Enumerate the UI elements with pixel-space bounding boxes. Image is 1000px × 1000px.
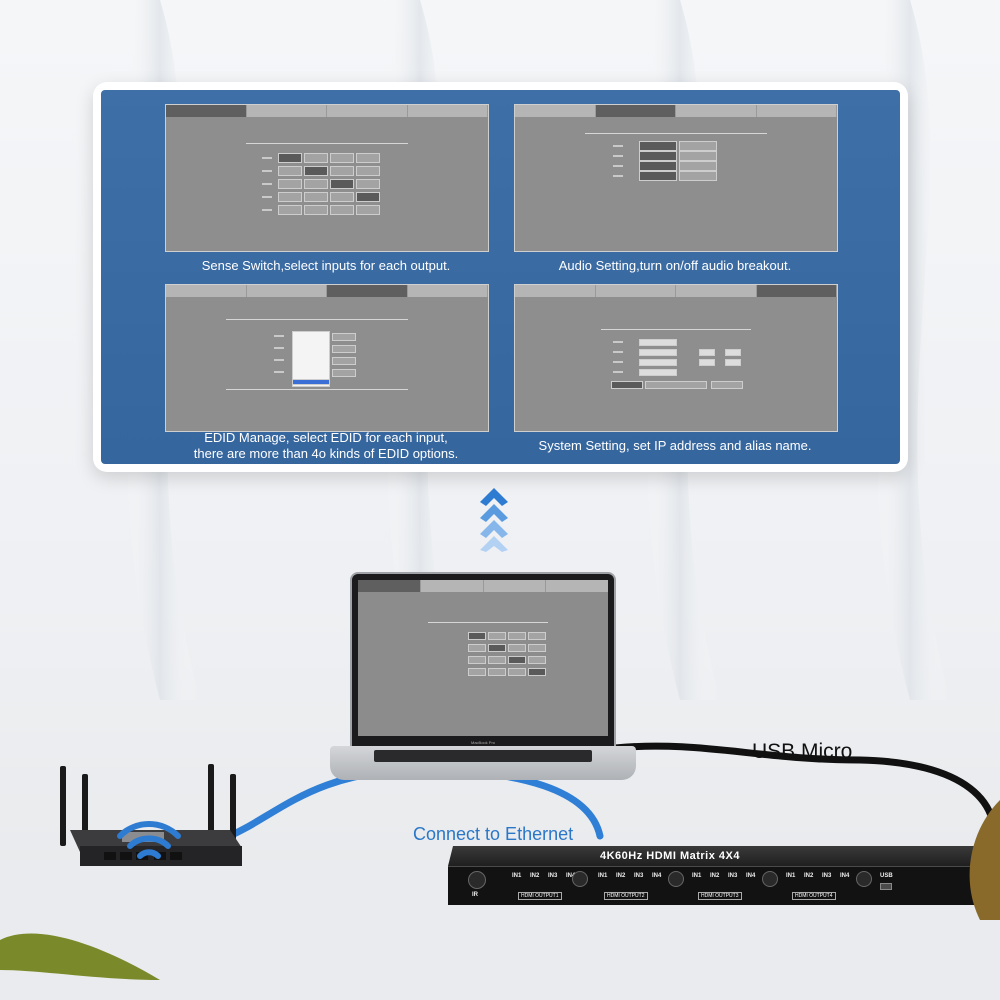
output-label-4: HDMI OUTPUT4 [792, 892, 836, 900]
output-label-1: HDMI OUTPUT1 [518, 892, 562, 900]
screenshot-system-setting [514, 284, 838, 432]
hdmi-matrix-device: 4K60Hz HDMI Matrix 4X4 IR IN1 IN2 IN3 IN… [448, 846, 1000, 906]
input-label-2: IN2 [710, 873, 720, 879]
laptop-base [330, 746, 636, 780]
screenshot-edid-manage [165, 284, 489, 432]
select-button-3[interactable] [762, 871, 778, 887]
input-label-3: IN3 [822, 873, 832, 879]
input-label-1: IN1 [512, 873, 522, 879]
ir-label: IR [472, 892, 478, 898]
usb-micro-label: USB Micro [752, 740, 853, 763]
select-button-2[interactable] [668, 871, 684, 887]
output-group-2: IN1 IN2 IN3 IN4 HDMI OUTPUT2 [594, 869, 684, 903]
input-label-2: IN2 [804, 873, 814, 879]
plant-leaf-right [969, 800, 1000, 920]
caption-system-setting: System Setting, set IP address and alias… [538, 438, 812, 453]
up-arrows-icon [480, 488, 508, 552]
matrix-title: 4K60Hz HDMI Matrix 4X4 [600, 850, 740, 862]
output-group-3: IN1 IN2 IN3 IN4 HDMI OUTPUT3 [688, 869, 778, 903]
plant-leaf-left [0, 933, 160, 980]
input-label-1: IN1 [786, 873, 796, 879]
input-label-3: IN3 [548, 873, 558, 879]
usb-label: USB [880, 873, 893, 879]
feature-panel: Sense Switch,select inputs for each outp… [93, 82, 908, 472]
output-group-4: IN1 IN2 IN3 IN4 HDMI OUTPUT4 [782, 869, 872, 903]
caption-edid-manage: EDID Manage, select EDID for each input,… [165, 430, 487, 462]
input-label-3: IN3 [634, 873, 644, 879]
feature-panel-inner: Sense Switch,select inputs for each outp… [101, 90, 900, 464]
laptop: MacBook Pro [330, 570, 636, 785]
input-label-1: IN1 [598, 873, 608, 879]
usb-port-icon[interactable] [880, 883, 892, 890]
ir-sensor-icon [468, 871, 486, 889]
select-button-4[interactable] [856, 871, 872, 887]
input-label-4: IN4 [566, 873, 576, 879]
input-label-4: IN4 [746, 873, 756, 879]
laptop-brand-label: MacBook Pro [470, 740, 495, 745]
screenshot-sense-switch [165, 104, 489, 252]
output-label-2: HDMI OUTPUT2 [604, 892, 648, 900]
select-button-1[interactable] [572, 871, 588, 887]
laptop-screen [358, 580, 608, 736]
screenshot-audio-setting [514, 104, 838, 252]
laptop-keyboard [374, 750, 592, 762]
caption-edid-line2: there are more than 4o kinds of EDID opt… [193, 446, 459, 461]
input-label-3: IN3 [728, 873, 738, 879]
output-label-3: HDMI OUTPUT3 [698, 892, 742, 900]
input-label-4: IN4 [652, 873, 662, 879]
caption-edid-line1: EDID Manage, select EDID for each input, [204, 430, 448, 445]
input-label-2: IN2 [530, 873, 540, 879]
wifi-icon [117, 821, 181, 859]
input-label-4: IN4 [840, 873, 850, 879]
matrix-front-panel: IR IN1 IN2 IN3 IN4 HDMI OUTPUT1 IN1 IN2 … [448, 866, 1000, 905]
input-label-1: IN1 [692, 873, 702, 879]
caption-audio-setting: Audio Setting,turn on/off audio breakout… [558, 258, 792, 273]
connect-ethernet-label: Connect to Ethernet [413, 824, 574, 844]
laptop-screen-bezel: MacBook Pro [350, 572, 616, 748]
caption-sense-switch: Sense Switch,select inputs for each outp… [201, 258, 451, 273]
input-label-2: IN2 [616, 873, 626, 879]
output-group-1: IN1 IN2 IN3 IN4 HDMI OUTPUT1 [508, 869, 590, 903]
